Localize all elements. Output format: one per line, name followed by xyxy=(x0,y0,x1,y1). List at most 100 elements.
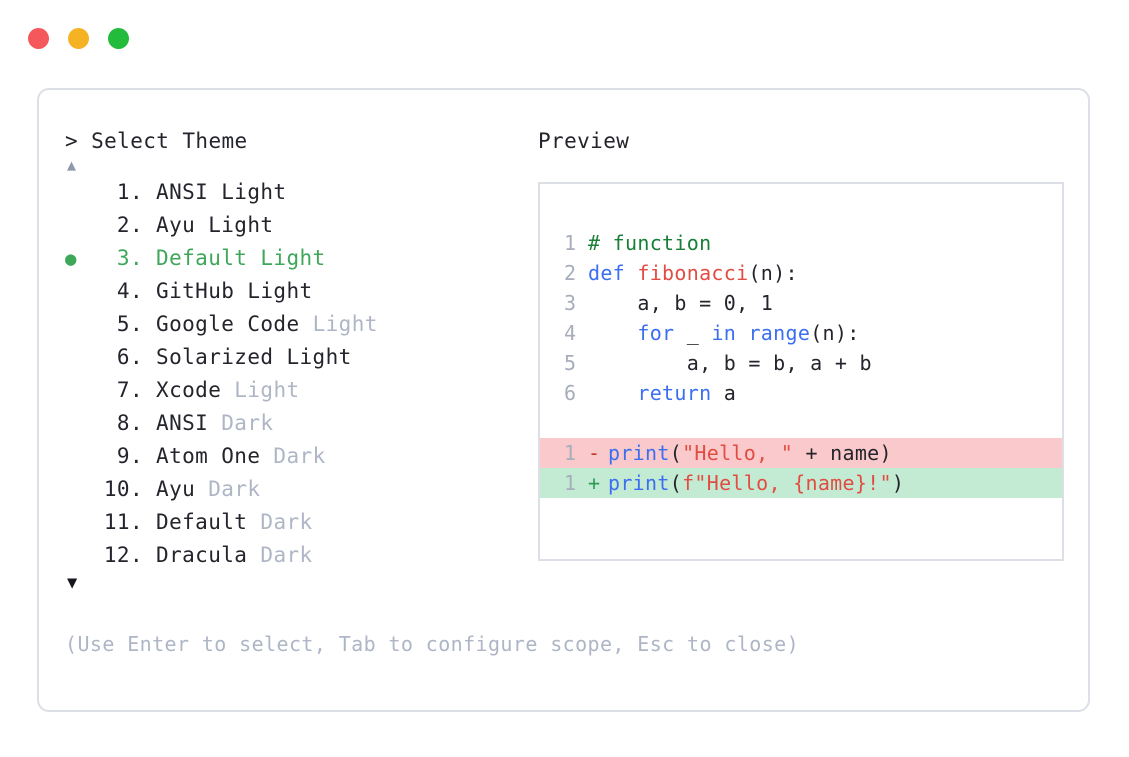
diff-marker: - xyxy=(588,441,601,465)
theme-list-item[interactable]: 11. Default Dark xyxy=(65,506,535,539)
theme-list-item[interactable]: 9. Atom One Dark xyxy=(65,440,535,473)
theme-list-item[interactable]: 10. Ayu Dark xyxy=(65,473,535,506)
theme-item-index: 8. xyxy=(116,411,143,435)
theme-list-item[interactable]: 7. Xcode Light xyxy=(65,374,535,407)
code-line-number: 4 xyxy=(564,321,577,345)
theme-item-variant-tag: Dark xyxy=(195,477,261,501)
keyboard-hint: (Use Enter to select, Tab to configure s… xyxy=(65,632,800,656)
code-token xyxy=(588,321,637,345)
code-token: _ xyxy=(674,321,712,345)
theme-item-variant-tag: Dark xyxy=(208,411,274,435)
code-token: fibonacci xyxy=(637,261,749,285)
theme-item-index: 2. xyxy=(116,213,143,237)
theme-list-item[interactable]: 6. Solarized Light xyxy=(65,341,535,374)
theme-item-name: Ayu Light xyxy=(143,213,274,237)
theme-item-variant-tag: Dark xyxy=(247,510,313,534)
diff-marker: + xyxy=(588,471,601,495)
theme-list-item[interactable]: 4. GitHub Light xyxy=(65,275,535,308)
code-line: 4 for _ in range(n): xyxy=(564,318,1062,348)
code-line-text: # function xyxy=(588,228,711,258)
code-spacer xyxy=(540,408,1062,438)
theme-item-name: Atom One xyxy=(143,444,261,468)
theme-item-variant-tag: Light xyxy=(299,312,378,336)
code-token: f"Hello, {name}!" xyxy=(682,471,892,495)
code-line-number: 2 xyxy=(564,261,577,285)
diff-line-number: 1 xyxy=(564,471,577,495)
code-line: 6 return a xyxy=(564,378,1062,408)
code-line: 3 a, b = 0, 1 xyxy=(564,288,1062,318)
theme-list-item[interactable]: 5. Google Code Light xyxy=(65,308,535,341)
theme-item-name: Default Light xyxy=(143,246,326,270)
theme-item-index: 11. xyxy=(103,510,143,534)
code-line-number: 5 xyxy=(564,351,577,375)
code-token: print xyxy=(608,471,670,495)
code-line-number: 3 xyxy=(564,291,577,315)
theme-item-index: 6. xyxy=(116,345,143,369)
scroll-up-icon[interactable]: ▲ xyxy=(67,156,77,174)
code-token: 0 xyxy=(723,291,737,315)
theme-list-item[interactable]: 8. ANSI Dark xyxy=(65,407,535,440)
maximize-dot[interactable] xyxy=(108,28,129,49)
close-dot[interactable] xyxy=(28,28,49,49)
scroll-down-icon[interactable]: ▼ xyxy=(67,573,78,593)
theme-list-item[interactable]: 1. ANSI Light xyxy=(65,176,535,209)
diff-line-added: 1 + print(f"Hello, {name}!") xyxy=(540,468,1062,498)
code-line-text: for _ in range(n): xyxy=(588,318,860,348)
code-token: ( xyxy=(669,471,683,495)
diff-line-text: print(f"Hello, {name}!") xyxy=(608,468,904,498)
theme-list-item[interactable]: 2. Ayu Light xyxy=(65,209,535,242)
code-token: a, b = b, a + b xyxy=(588,351,872,375)
selected-bullet-icon: ● xyxy=(65,248,77,270)
code-line-number: 6 xyxy=(564,381,577,405)
theme-list-item[interactable]: 12. Dracula Dark xyxy=(65,539,535,572)
code-token: # function xyxy=(588,231,712,255)
code-token: print xyxy=(608,441,670,465)
code-token: (n): xyxy=(748,261,798,285)
theme-item-name: Xcode xyxy=(143,378,222,402)
code-token: def xyxy=(588,261,638,285)
code-token: a, b = xyxy=(588,291,724,315)
theme-list-item[interactable]: ● 3. Default Light xyxy=(65,242,535,275)
theme-item-name: ANSI xyxy=(143,411,209,435)
diff-sample: 1-print("Hello, " + name)1+print(f"Hello… xyxy=(540,438,1062,498)
code-token: for xyxy=(637,321,675,345)
theme-item-name: Solarized Light xyxy=(143,345,352,369)
theme-item-index: 9. xyxy=(116,444,143,468)
diff-line-removed: 1-print("Hello, " + name) xyxy=(540,438,1062,468)
code-token: return xyxy=(637,381,712,405)
minimize-dot[interactable] xyxy=(68,28,89,49)
theme-item-index: 3. xyxy=(116,246,143,270)
theme-item-name: GitHub Light xyxy=(143,279,313,303)
diff-line-text: print("Hello, " + name) xyxy=(608,438,892,468)
page-title: > Select Theme xyxy=(65,129,248,153)
code-token: , xyxy=(736,291,761,315)
code-token: a xyxy=(711,381,737,405)
code-line: 5 a, b = b, a + b xyxy=(564,348,1062,378)
window-titlebar xyxy=(28,28,129,49)
code-line-text: a, b = b, a + b xyxy=(588,348,872,378)
code-token: (n): xyxy=(810,321,860,345)
code-line-text: def fibonacci(n): xyxy=(588,258,798,288)
code-line-text: a, b = 0, 1 xyxy=(588,288,773,318)
theme-item-name: ANSI Light xyxy=(143,180,287,204)
theme-item-index: 1. xyxy=(116,180,143,204)
code-token xyxy=(736,321,748,345)
theme-item-variant-tag: Dark xyxy=(247,543,313,567)
code-line: 1 # function xyxy=(564,228,1062,258)
code-line-text: return a xyxy=(588,378,736,408)
diff-line-number: 1 xyxy=(564,441,577,465)
theme-item-index: 12. xyxy=(103,543,143,567)
theme-item-name: Dracula xyxy=(143,543,248,567)
theme-item-index: 5. xyxy=(116,312,143,336)
theme-item-name: Google Code xyxy=(143,312,300,336)
code-line-number: 1 xyxy=(564,231,577,255)
preview-label: Preview xyxy=(538,129,630,153)
code-token: 1 xyxy=(760,291,774,315)
theme-item-variant-tag: Light xyxy=(221,378,300,402)
